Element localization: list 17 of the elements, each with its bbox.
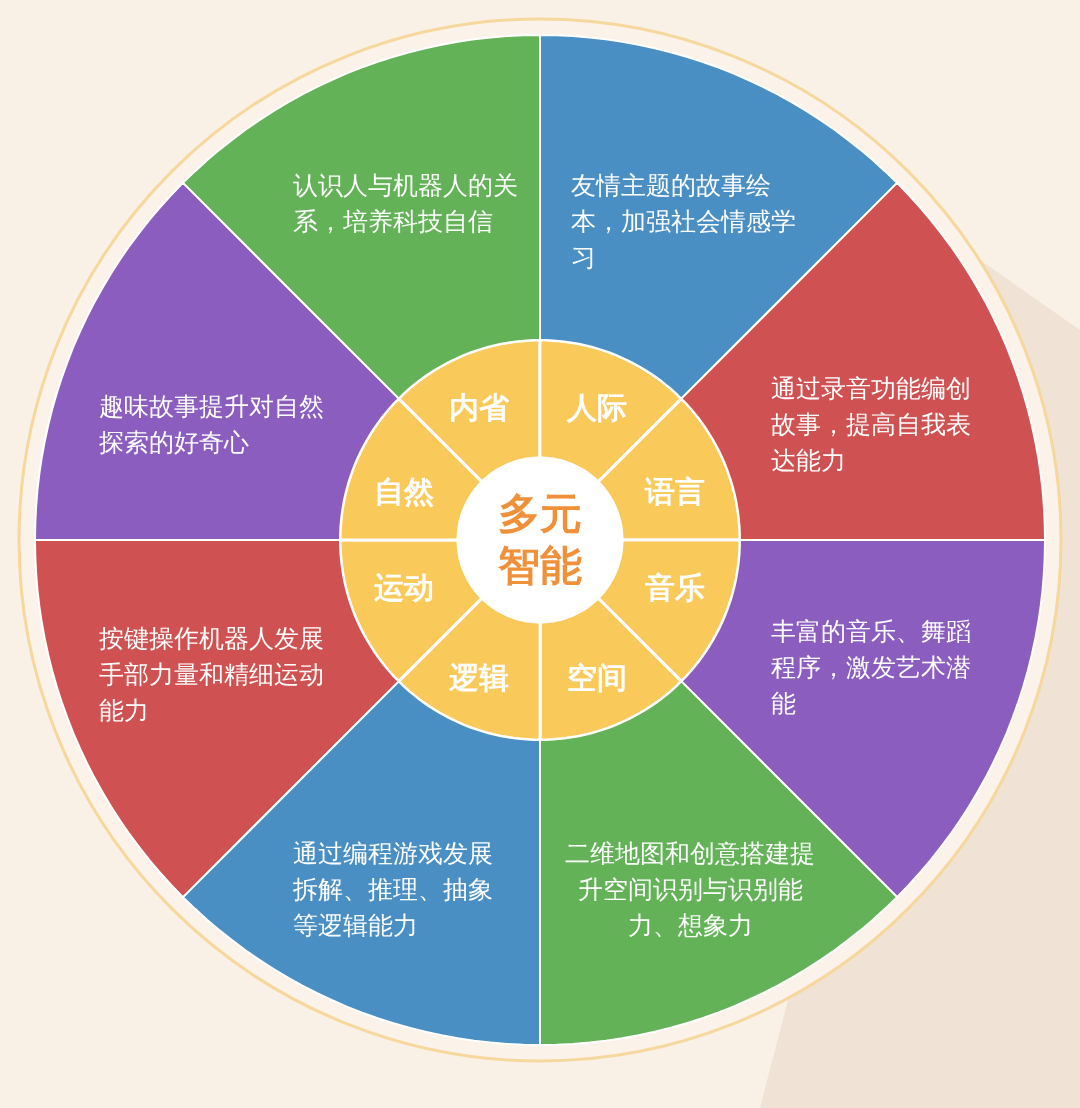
- description-text: 二维地图和创意搭建提升空间识别与识别能力、想象力: [564, 838, 816, 942]
- intelligence-label: 语言: [645, 474, 705, 510]
- intelligence-label: 空间: [567, 660, 627, 696]
- intelligence-label: 音乐: [645, 570, 705, 606]
- center-title: 多元智能: [497, 488, 583, 592]
- description-text: 丰富的音乐、舞蹈程序，激发艺术潜能: [771, 616, 972, 720]
- intelligence-label: 运动: [374, 570, 434, 606]
- description-text: 按键操作机器人发展手部力量和精细运动能力: [99, 623, 325, 727]
- description-text: 通过编程游戏发展拆解、推理、抽象等逻辑能力: [293, 838, 494, 942]
- description-text: 友情主题的故事绘本，加强社会情感学习: [571, 170, 797, 274]
- intelligence-label: 人际: [567, 390, 627, 426]
- description-text: 认识人与机器人的关系，培养科技自信: [293, 170, 519, 238]
- intelligence-label: 自然: [374, 474, 434, 510]
- description-text: 通过录音功能编创故事，提高自我表达能力: [771, 373, 972, 477]
- intelligence-label: 内省: [449, 390, 509, 426]
- intelligence-label: 逻辑: [449, 660, 509, 696]
- description-text: 趣味故事提升对自然探索的好奇心: [99, 391, 325, 459]
